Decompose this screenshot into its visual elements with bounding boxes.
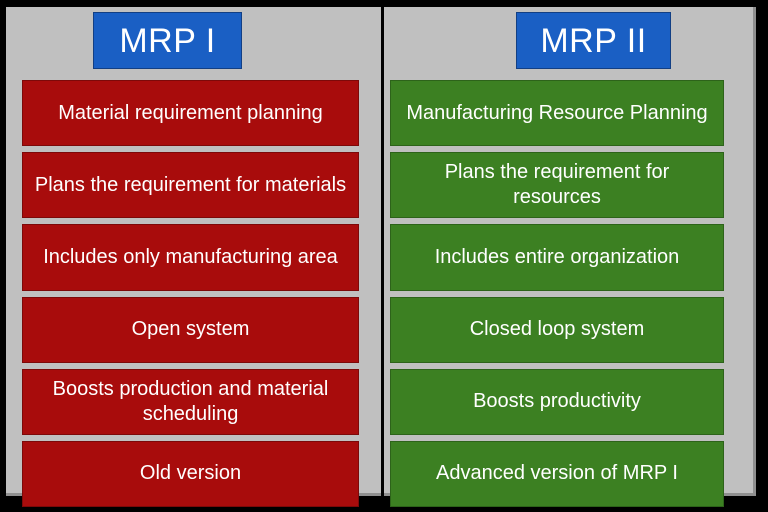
- header-box-mrp-1: MRP I: [93, 12, 242, 69]
- row-label: Closed loop system: [469, 318, 645, 341]
- row-item: Includes only manufacturing area: [22, 224, 359, 291]
- row-list-mrp-2: Manufacturing Resource Planning Plans th…: [390, 80, 724, 508]
- header-box-mrp-2: MRP II: [516, 12, 671, 69]
- row-label: Advanced version of MRP I: [436, 462, 678, 485]
- row-item: Includes entire organization: [390, 224, 724, 291]
- row-label: Material requirement planning: [58, 101, 323, 124]
- row-label: Includes only manufacturing area: [43, 245, 338, 268]
- row-item: Plans the requirement for resources: [390, 152, 724, 219]
- row-item: Advanced version of MRP I: [390, 440, 724, 508]
- column-divider: [381, 7, 384, 496]
- column-mrp-2: MRP II Manufacturing Resource Planning P…: [384, 0, 733, 512]
- row-item: Manufacturing Resource Planning: [390, 80, 724, 147]
- row-label: Open system: [131, 318, 250, 341]
- row-item: Old version: [22, 440, 359, 508]
- row-label: Boosts productivity: [473, 390, 641, 413]
- column-mrp-1: MRP I Material requirement planning Plan…: [16, 0, 365, 512]
- header-label-mrp-2: MRP II: [540, 21, 647, 60]
- row-item: Plans the requirement for materials: [22, 152, 359, 219]
- row-label: Includes entire organization: [434, 245, 680, 268]
- row-label: Old version: [139, 462, 242, 485]
- row-item: Boosts production and material schedulin…: [22, 368, 359, 435]
- row-label: Plans the requirement for materials: [34, 173, 347, 196]
- row-label: Plans the requirement for resources: [444, 161, 670, 209]
- row-item: Closed loop system: [390, 296, 724, 363]
- row-item: Open system: [22, 296, 359, 363]
- row-label: Manufacturing Resource Planning: [406, 101, 708, 124]
- row-label: Boosts production and material schedulin…: [52, 377, 329, 425]
- row-list-mrp-1: Material requirement planning Plans the …: [22, 80, 359, 508]
- row-item: Material requirement planning: [22, 80, 359, 147]
- row-item: Boosts productivity: [390, 368, 724, 435]
- header-label-mrp-1: MRP I: [119, 21, 216, 60]
